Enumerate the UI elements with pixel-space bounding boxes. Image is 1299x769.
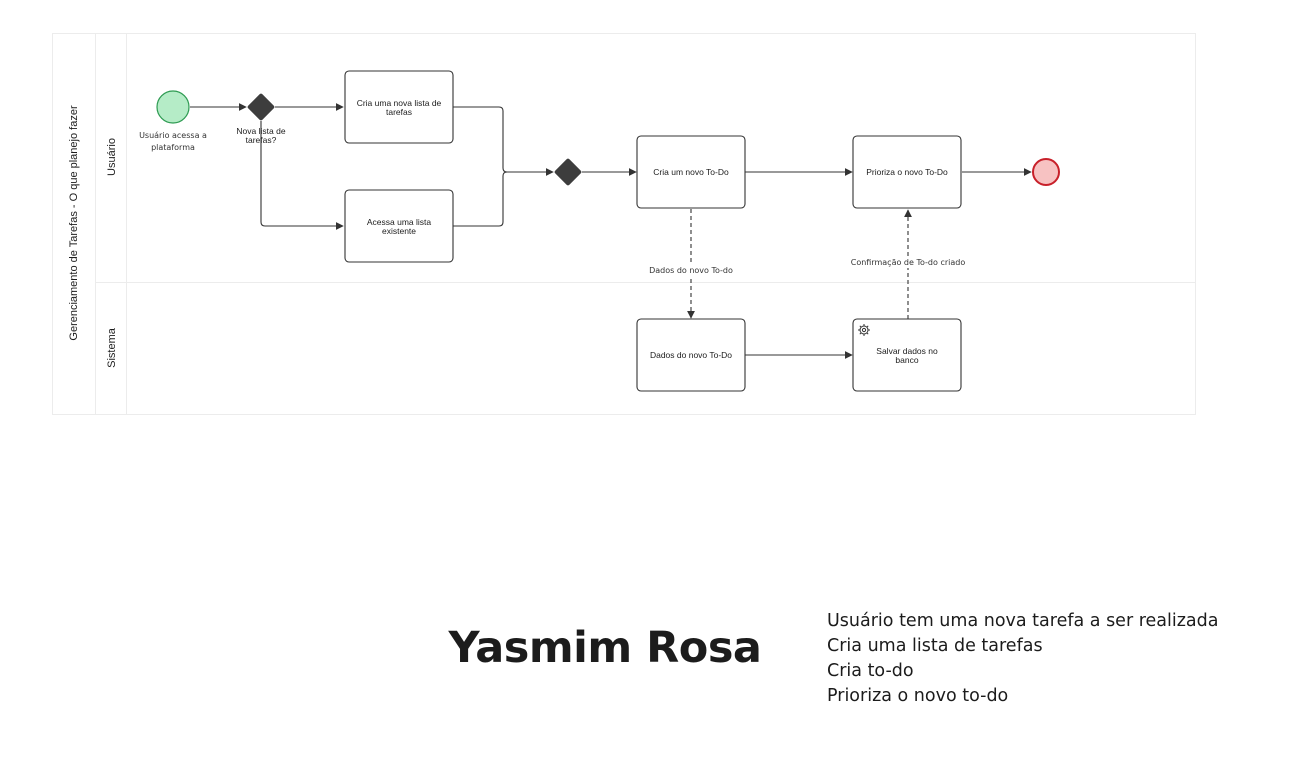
bpmn-diagram: Gerenciamento de Tarefas - O que planejo… bbox=[52, 33, 1196, 415]
task-access-list-label: Acessa uma lista bbox=[367, 217, 432, 227]
start-event-label: plataforma bbox=[151, 143, 195, 152]
task-access-list-label: existente bbox=[382, 226, 416, 236]
task-create-todo-label: Cria um novo To-Do bbox=[653, 167, 729, 177]
end-event[interactable] bbox=[1032, 158, 1060, 186]
task-todo-data-label: Dados do novo To-Do bbox=[650, 350, 732, 360]
pool-title: Gerenciamento de Tarefas - O que planejo… bbox=[68, 105, 80, 341]
task-prioritize-todo[interactable] bbox=[852, 135, 962, 209]
message-flow-data-label: Dados do novo To-do bbox=[649, 266, 733, 275]
gateway-label: tarefas? bbox=[246, 135, 277, 145]
gear-icon bbox=[858, 324, 870, 336]
notes-list: Usuário tem uma nova tarefa a ser realiz… bbox=[827, 609, 1218, 709]
start-event-label: Usuário acessa a bbox=[139, 131, 207, 140]
flow-access-list-to-merge bbox=[453, 171, 508, 227]
lane-label-sistema: Sistema bbox=[106, 327, 118, 368]
task-access-list[interactable] bbox=[344, 189, 454, 263]
note-item: Usuário tem uma nova tarefa a ser realiz… bbox=[827, 611, 1219, 631]
task-create-list[interactable] bbox=[344, 70, 454, 144]
lane-label-usuario: Usuário bbox=[106, 138, 118, 176]
note-item: Cria to-do bbox=[827, 661, 914, 681]
author-name: Yasmim Rosa bbox=[448, 623, 762, 673]
task-create-todo[interactable] bbox=[636, 135, 746, 209]
task-create-list-label: Cria uma nova lista de bbox=[357, 98, 442, 108]
task-save-data-label: banco bbox=[895, 355, 918, 365]
task-todo-data[interactable] bbox=[636, 318, 746, 392]
exclusive-gateway[interactable] bbox=[247, 93, 275, 121]
message-flow-confirmation-label: Confirmação de To-do criado bbox=[851, 258, 966, 267]
task-save-data[interactable] bbox=[852, 318, 962, 392]
merge-gateway[interactable] bbox=[554, 158, 582, 186]
note-item: Cria uma lista de tarefas bbox=[827, 636, 1043, 656]
task-create-list-label: tarefas bbox=[386, 107, 412, 117]
start-event[interactable] bbox=[156, 90, 190, 124]
task-save-data-label: Salvar dados no bbox=[876, 346, 938, 356]
task-prioritize-todo-label: Prioriza o novo To-Do bbox=[866, 167, 948, 177]
note-item: Prioriza o novo to-do bbox=[827, 686, 1009, 706]
flow-gateway-to-access-list bbox=[260, 121, 344, 230]
pool-frame bbox=[52, 33, 1196, 415]
gateway-label: Nova lista de bbox=[236, 126, 285, 136]
